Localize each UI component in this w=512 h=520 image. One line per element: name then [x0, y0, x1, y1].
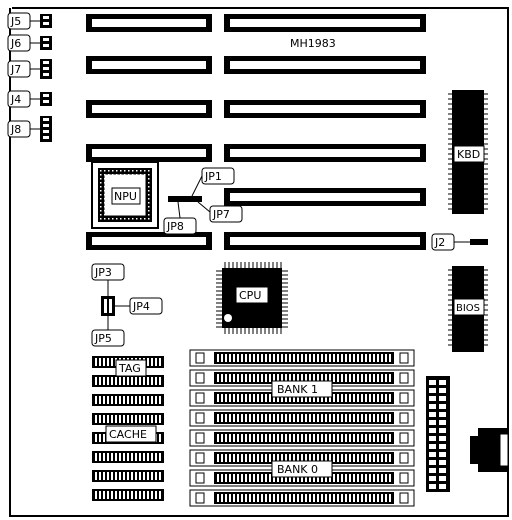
jp1-jp7-jp8-jumpers: JP1 JP7 JP8 — [163, 167, 243, 235]
header-label: J6 — [10, 37, 21, 50]
cpu-chip: CPU — [216, 262, 288, 334]
expansion-slots — [86, 14, 426, 250]
tag-label: TAG — [118, 362, 141, 375]
j2-label: J2 — [434, 236, 445, 249]
npu-label: NPU — [114, 190, 137, 203]
simm-slots — [189, 349, 415, 507]
jp5-label: JP5 — [94, 332, 112, 345]
jp1-label: JP1 — [204, 170, 222, 183]
power-connector — [426, 376, 450, 492]
tag-label-box: TAG — [115, 359, 147, 377]
jp4-label: JP4 — [132, 300, 150, 313]
bank1-label: BANK 1 — [277, 383, 318, 396]
jp3-label: JP3 — [94, 266, 112, 279]
kbd-label: KBD — [457, 148, 480, 161]
bank0-label-box: BANK 0 — [271, 460, 333, 478]
header-pins — [40, 116, 52, 142]
cpu-label: CPU — [239, 289, 261, 302]
board-model-label: MH1983 — [290, 37, 336, 50]
board-outline — [9, 7, 509, 517]
header-label: J4 — [10, 93, 21, 106]
j2-connector: J2 — [431, 233, 488, 251]
npu-socket: NPU — [91, 161, 159, 229]
header-label: J5 — [10, 15, 21, 28]
bank1-label-box: BANK 1 — [271, 380, 333, 398]
jp8-label: JP8 — [166, 220, 184, 233]
bios-label: BIOS — [456, 303, 480, 314]
header-label: J7 — [10, 63, 21, 76]
jp7-label: JP7 — [212, 208, 230, 221]
cache-label-box: CACHE — [105, 425, 157, 443]
jp3-jp4-jp5-jumpers: JP3 JP4 JP5 — [91, 263, 163, 347]
header-label: J8 — [10, 123, 21, 136]
keyboard-port — [470, 428, 509, 472]
bank0-label: BANK 0 — [277, 463, 318, 476]
bios-chip: BIOS — [448, 266, 488, 352]
cache-label: CACHE — [109, 428, 147, 441]
kbd-chip: KBD — [448, 90, 488, 214]
